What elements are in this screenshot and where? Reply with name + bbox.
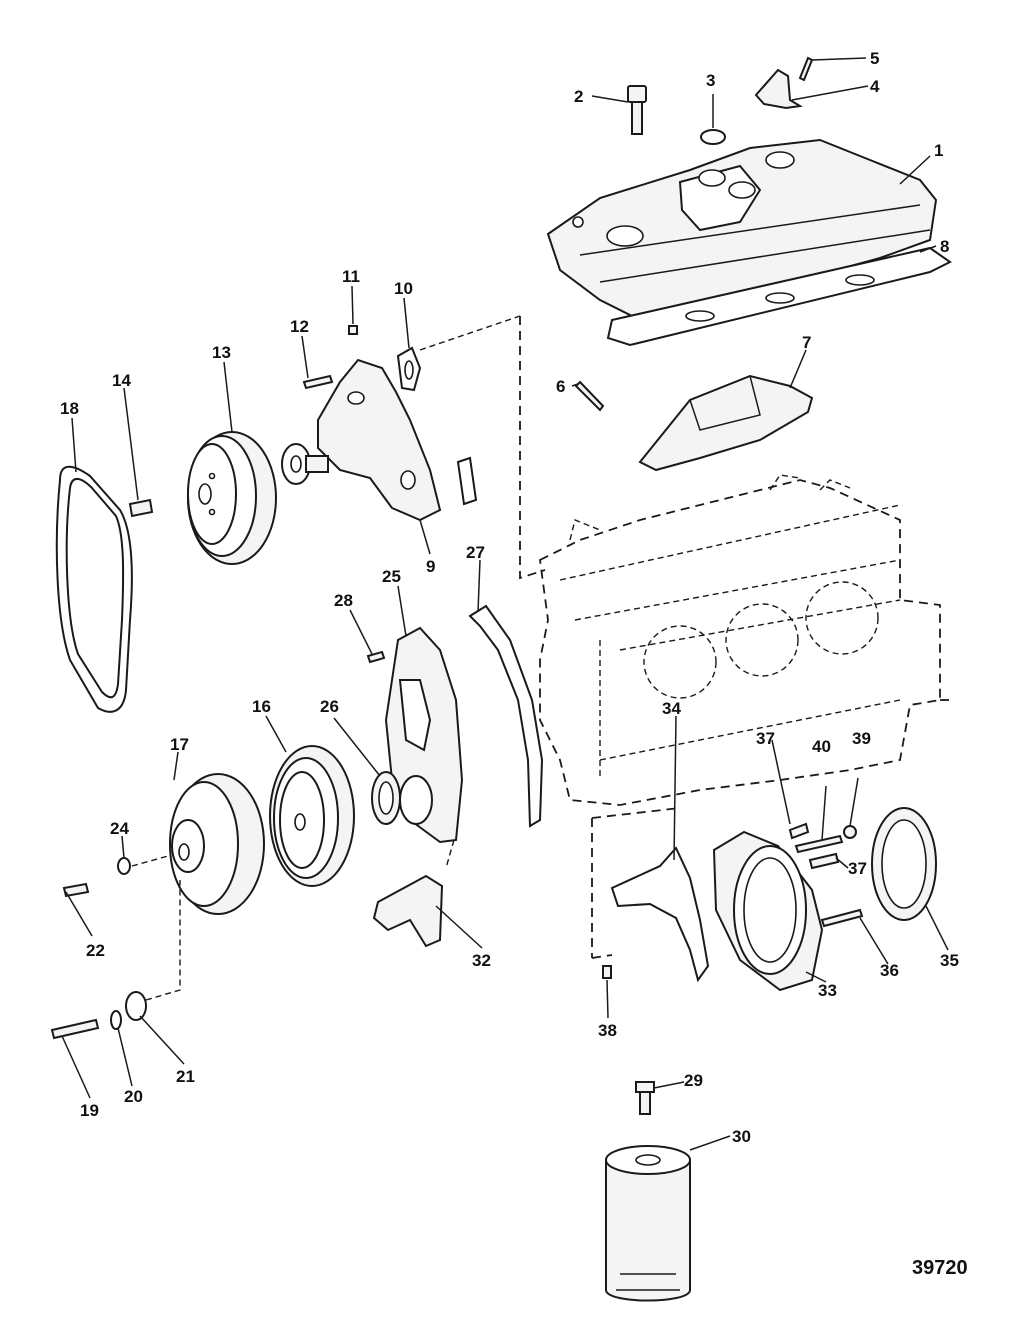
intake-manifold — [546, 138, 938, 322]
callout-21: 21 — [176, 1067, 195, 1086]
callout-9: 9 — [426, 557, 435, 576]
callout-40: 40 — [812, 737, 831, 756]
callout-38: 38 — [598, 1021, 617, 1040]
callout-11: 11 — [342, 267, 360, 286]
water-pump — [281, 358, 442, 522]
balancer-washer-20 — [110, 1010, 122, 1030]
callout-27: 27 — [466, 543, 485, 562]
callout-32: 32 — [472, 951, 491, 970]
callout-14: 14 — [112, 371, 131, 390]
callout-28: 28 — [334, 591, 353, 610]
callout-3: 3 — [706, 71, 715, 90]
manifold-seal-ring — [700, 129, 726, 145]
callout-30: 30 — [732, 1127, 751, 1146]
pump-plug — [348, 325, 358, 335]
callout-35: 35 — [940, 951, 959, 970]
pump-bolt — [302, 374, 334, 390]
oil-filter-fitting — [635, 1081, 655, 1115]
callout-8: 8 — [940, 237, 949, 256]
callout-12: 12 — [290, 317, 309, 336]
callout-33: 33 — [818, 981, 837, 1000]
callout-13: 13 — [212, 343, 231, 362]
callout-29: 29 — [684, 1071, 703, 1090]
callout-5: 5 — [870, 49, 879, 68]
housing-nut-39 — [843, 825, 857, 839]
timing-cover — [384, 626, 464, 869]
callout-24: 24 — [110, 819, 129, 838]
callout-1: 1 — [934, 141, 943, 160]
dowel-pin-38 — [602, 965, 612, 979]
cover-screw — [366, 650, 386, 664]
callout-20: 20 — [124, 1087, 143, 1106]
balancer-bolt-19 — [50, 1018, 100, 1040]
housing-screw-37b — [808, 852, 840, 870]
housing-stud-40 — [794, 834, 844, 854]
callout-17: 17 — [170, 735, 189, 754]
callout-26: 26 — [320, 697, 339, 716]
callout-7: 7 — [802, 333, 811, 352]
callout-labels: 1 2 3 4 5 6 7 8 9 10 11 12 13 14 16 17 1… — [60, 49, 968, 1279]
balancer-bolt-22 — [62, 882, 90, 898]
timing-cover-gasket — [468, 604, 544, 828]
balancer-alignment-line — [131, 855, 169, 867]
housing-screw-37a — [788, 822, 810, 840]
callout-18: 18 — [60, 399, 79, 418]
baffle-stud — [574, 380, 605, 412]
callout-16: 16 — [252, 697, 271, 716]
callout-37b: 37 — [848, 859, 867, 878]
balancer-pulley — [269, 745, 355, 887]
oil-filter — [605, 1145, 691, 1302]
rear-housing-gasket — [610, 846, 710, 983]
rear-housing-phantom-outline — [591, 807, 681, 959]
plate-alignment-line — [145, 880, 181, 1001]
pump-gasket-upper-hole — [404, 360, 414, 380]
figure-number: 39720 — [912, 1257, 968, 1279]
harmonic-balancer — [169, 773, 265, 915]
rear-main-seal — [871, 807, 937, 921]
callout-22: 22 — [86, 941, 105, 960]
callout-2: 2 — [574, 87, 583, 106]
callout-34: 34 — [662, 699, 681, 718]
callout-19: 19 — [80, 1101, 99, 1120]
drive-belt — [55, 465, 133, 713]
housing-screw-36 — [820, 908, 864, 928]
pump-alignment-line — [419, 315, 521, 351]
callout-25: 25 — [382, 567, 401, 586]
callout-6: 6 — [556, 377, 565, 396]
manifold-bolt — [627, 85, 647, 135]
balancer-washer — [117, 857, 131, 875]
callout-10: 10 — [394, 279, 413, 298]
callout-4: 4 — [870, 77, 880, 96]
rear-seal-housing — [712, 830, 824, 992]
bracket-screw — [798, 56, 814, 82]
leader-lines — [61, 57, 949, 1151]
callout-36: 36 — [880, 961, 899, 980]
timing-bracket — [372, 874, 444, 948]
callout-37a: 37 — [756, 729, 775, 748]
manifold-bracket — [754, 68, 803, 110]
water-pump-pulley — [187, 431, 277, 565]
pump-gasket-lower — [456, 456, 478, 506]
front-seal — [371, 771, 401, 825]
pulley-bolt — [128, 498, 154, 518]
callout-39: 39 — [852, 729, 871, 748]
balancer-plate-21 — [125, 991, 147, 1021]
engine-block-phantom — [519, 316, 941, 806]
